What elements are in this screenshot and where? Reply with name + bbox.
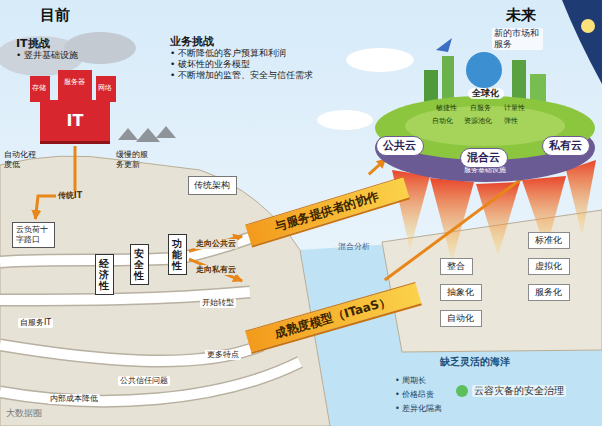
edge-label: 传统IT — [56, 191, 84, 201]
road-note: 内部成本降低 — [48, 394, 100, 404]
sea-note: • 周期长 — [395, 376, 426, 386]
era-heading: 目前 — [40, 6, 70, 24]
node-text: 标准化 — [535, 235, 563, 246]
route-arrow — [189, 259, 242, 281]
moon — [581, 19, 595, 33]
maturity-step: 标准化 — [528, 232, 570, 249]
sea-label: 缺乏灵活的海洋 — [440, 356, 510, 368]
road-note: 更多特点 — [205, 350, 241, 360]
watermark: 云容灾备的安全治理 — [472, 385, 566, 397]
node-body: • 破坏性的业务模型 — [170, 59, 315, 70]
tower-tag: 服务器 — [64, 78, 85, 86]
route-arrow — [35, 146, 75, 219]
node-text: 安全性 — [134, 248, 144, 281]
node-body: • 不断增加的监管、安全与信任需求 — [170, 70, 315, 81]
cloud — [346, 48, 414, 72]
node-text: 全球化 — [472, 88, 500, 99]
cloud-feature: 敏捷性 — [436, 104, 457, 112]
node-body: • 竖井基础设施 — [16, 50, 80, 61]
road-edges — [0, 238, 300, 401]
cloud — [317, 110, 373, 130]
node-text: IT挑战 — [16, 37, 80, 50]
houses — [118, 126, 176, 142]
node-text: 服务化 — [535, 287, 563, 298]
road-sign: 云负荷十字路口 — [12, 222, 55, 248]
cloud-pill: 混合云 — [460, 148, 508, 168]
node-text: 功能性 — [172, 238, 182, 271]
sea-note: • 价格昂贵 — [395, 390, 434, 400]
node-text: 私有云 — [549, 139, 583, 152]
cloud-pill: 私有云 — [542, 136, 590, 156]
skyline — [424, 52, 546, 106]
gate-sign: 经济性 — [95, 254, 114, 295]
night-sky — [562, 0, 602, 84]
wechat-icon — [456, 385, 468, 397]
cloud-feature: 计量性 — [504, 104, 525, 112]
node-text: 经济性 — [99, 258, 109, 291]
watermark: 大数据圈 — [6, 408, 42, 419]
cloud-feature: 弹性 — [504, 117, 518, 125]
road-note: 自服务IT — [18, 318, 53, 328]
node-text: 云负荷十字路口 — [16, 225, 50, 244]
cloud-feature: 自动化 — [432, 117, 453, 125]
it-castle: IT — [40, 100, 110, 144]
node-body: • 不断降低的客户预算和利润 — [170, 48, 315, 59]
cloud-pill: 公共云 — [376, 136, 424, 156]
tower-tag: 网络 — [98, 84, 112, 92]
road-note: 开始转型 — [200, 298, 236, 308]
problem-note: 缓慢的服务更新 — [116, 150, 150, 169]
road-note: 混合分析 — [338, 242, 370, 252]
road-note: 公共信任问题 — [118, 376, 170, 386]
node-text: 抽象化 — [447, 287, 475, 298]
gate-sign: 功能性 — [168, 234, 187, 275]
edge-label: 走向公共云 — [194, 239, 238, 249]
maturity-step: 虚拟化 — [528, 258, 570, 275]
cloud-feature: 资源池化 — [464, 117, 492, 125]
roads — [0, 238, 300, 401]
problem-note: 自动化程度低 — [4, 150, 38, 169]
node-text: 混合云 — [467, 151, 501, 164]
node-text: 公共云 — [383, 139, 417, 152]
node-text: 传统架构 — [194, 180, 231, 191]
node-text: IT — [67, 111, 84, 130]
future-note: 新的市场和服务 — [492, 28, 543, 50]
gate-sign: 安全性 — [130, 244, 149, 285]
route-arrow — [369, 159, 386, 174]
route-arrow — [189, 236, 242, 251]
tower-tag: 存储 — [32, 84, 46, 92]
node-text: 自动化 — [447, 313, 475, 324]
maturity-step: 整合 — [440, 258, 473, 275]
node-text: 业务挑战 — [170, 35, 315, 48]
challenge-note: 业务挑战• 不断降低的客户预算和利润• 破坏性的业务模型• 不断增加的监管、安全… — [168, 34, 317, 82]
maturity-step: 服务化 — [528, 284, 570, 301]
edge-label: 走向私有云 — [194, 265, 238, 275]
castle-towers — [30, 70, 116, 102]
node-text: 虚拟化 — [535, 261, 563, 272]
era-heading: 未来 — [506, 6, 536, 24]
maturity-step: 抽象化 — [440, 284, 482, 301]
cloud-feature: 自服务 — [470, 104, 491, 112]
challenge-note: IT挑战• 竖井基础设施 — [14, 36, 82, 62]
globe-tag: 全球化 — [468, 88, 504, 99]
node-text: 整合 — [447, 261, 466, 272]
sea-note: • 差异化隔离 — [395, 404, 442, 414]
maturity-step: 自动化 — [440, 310, 482, 327]
building-box: 传统架构 — [188, 176, 237, 195]
rocket — [436, 38, 452, 52]
